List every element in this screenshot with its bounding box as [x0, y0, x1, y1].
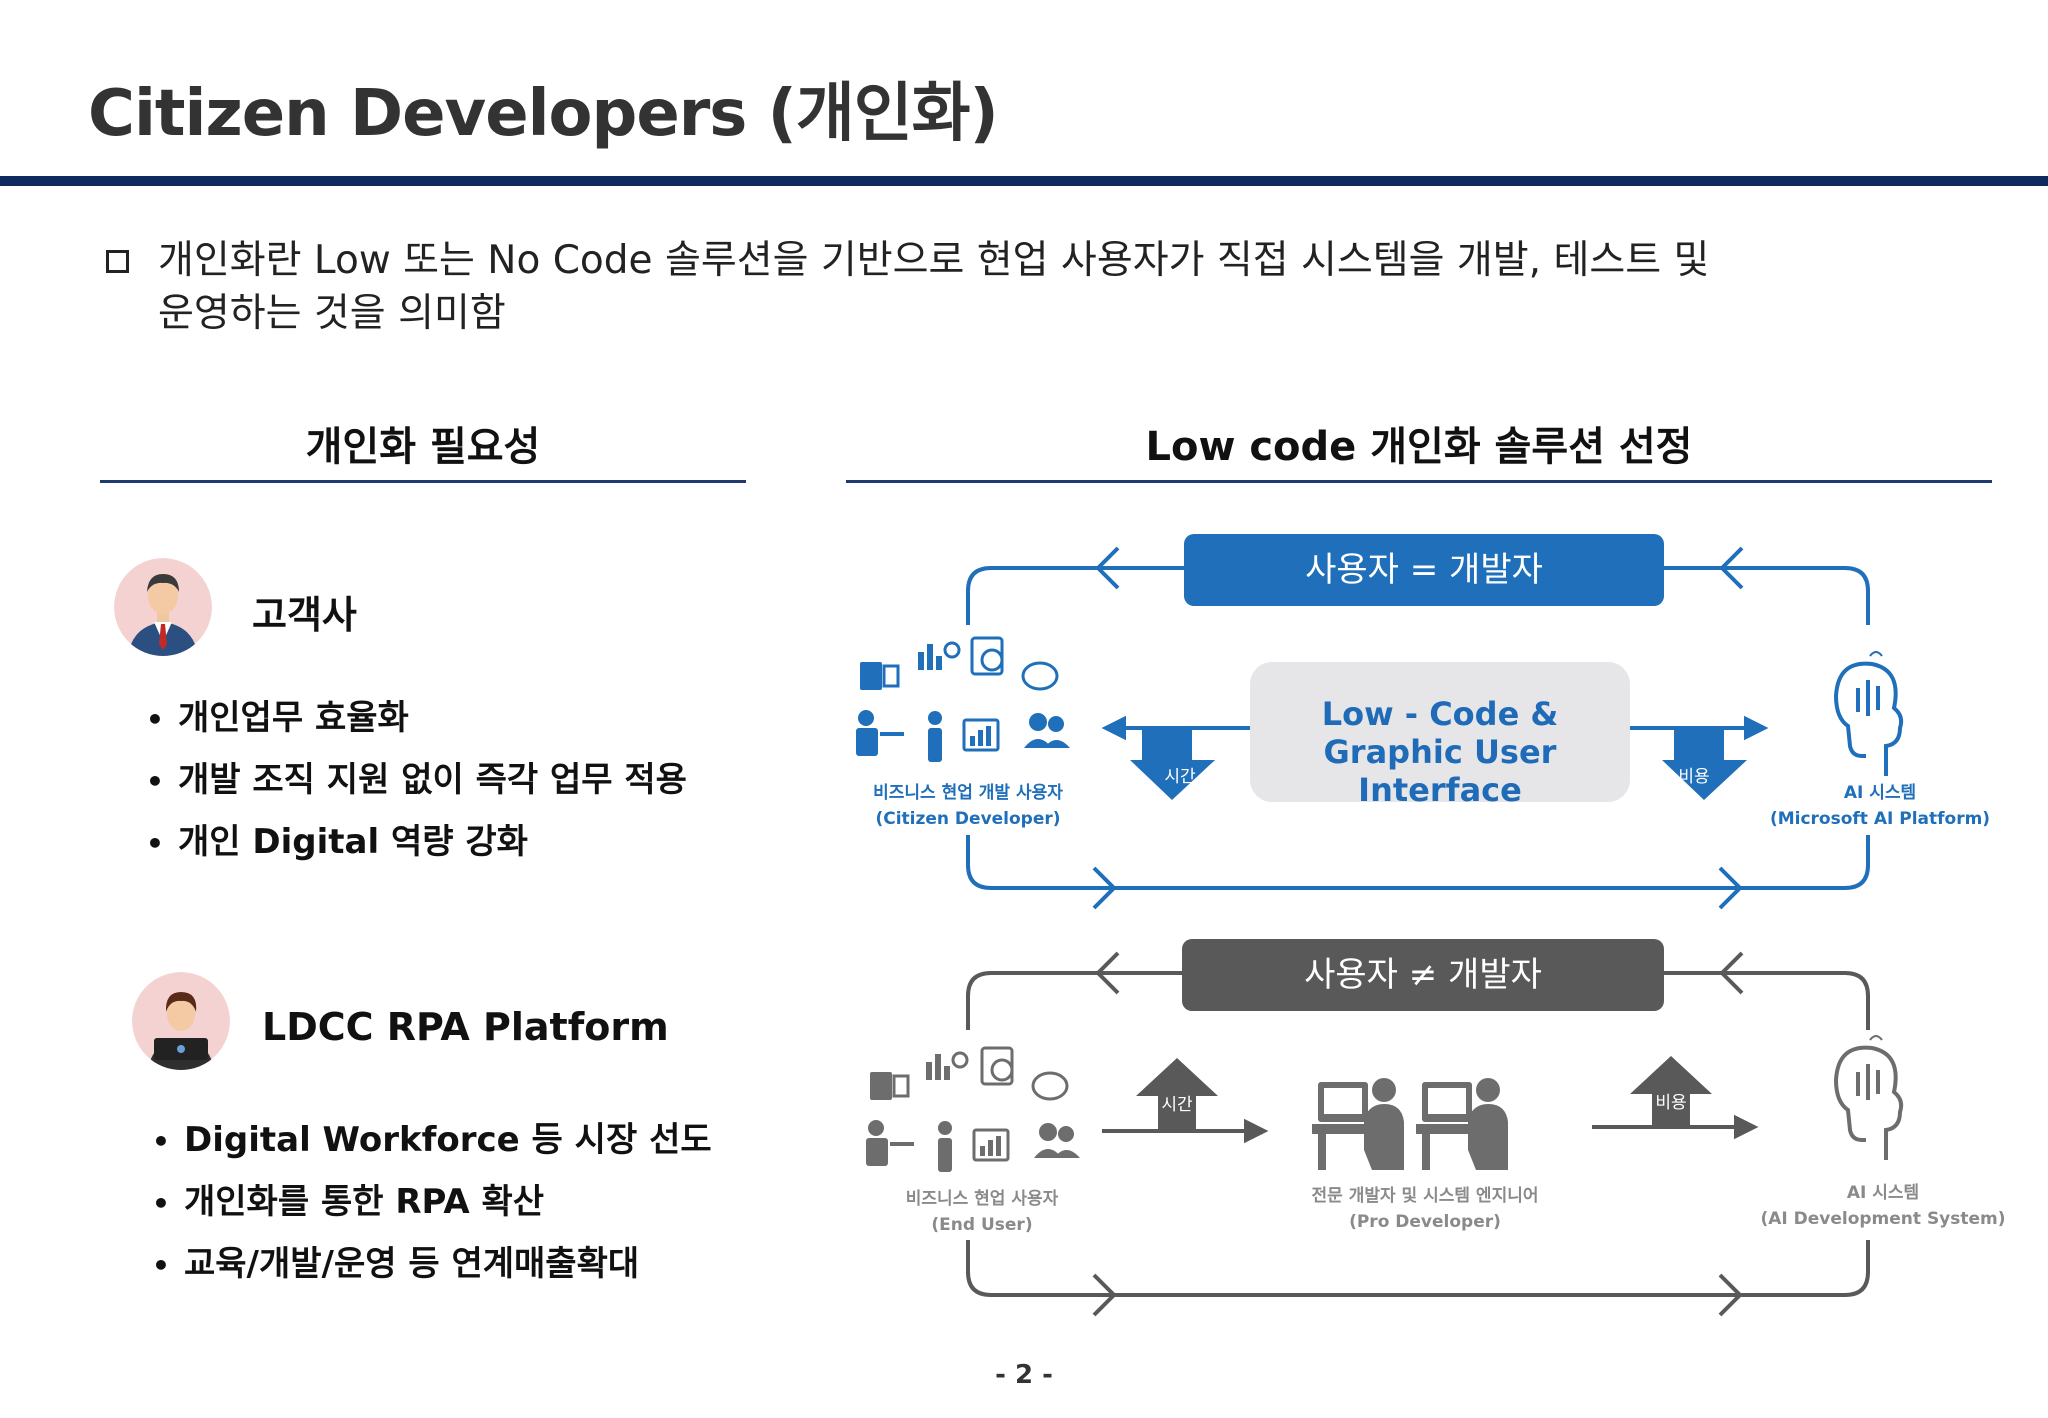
citizen-developer-icons: [856, 636, 1070, 762]
page-number: - 2 -: [995, 1360, 1053, 1390]
pro-developer-label-en: (Pro Developer): [1349, 1212, 1501, 1232]
title-divider: [0, 176, 2048, 186]
pro-developer-icon: [1312, 1078, 1508, 1170]
ai-head-gray-icon: [1833, 1035, 1904, 1160]
right-section-rule: [846, 480, 1992, 483]
customer-bullets: 개인업무 효율화 개발 조직 지원 없이 즉각 업무 적용 개인 Digital…: [146, 690, 687, 876]
list-item: Digital Workforce 등 시장 선도: [152, 1112, 712, 1174]
group-name-ldcc: LDCC RPA Platform: [262, 1005, 669, 1049]
checkbox-bullet-icon: [106, 250, 129, 273]
customer-avatar-icon: [114, 558, 212, 656]
low-code-line-1: Low - Code &: [1321, 695, 1559, 733]
ai-system-bottom-label-ko: AI 시스템: [1846, 1183, 1920, 1203]
list-item: 개인 Digital 역량 강화: [146, 814, 687, 876]
top-time-label: 시간: [1164, 767, 1196, 787]
list-item: 개발 조직 지원 없이 즉각 업무 적용: [146, 752, 687, 814]
end-user-label: 비즈니스 현업 사용자 (End User): [862, 1186, 1102, 1238]
intro-line-1: 개인화란 Low 또는 No Code 솔루션을 기반으로 현업 사용자가 직접…: [158, 238, 1710, 283]
ai-system-bottom-label-en: (AI Development System): [1760, 1209, 2006, 1229]
low-code-box: Low - Code & Graphic User Interface: [1250, 662, 1630, 809]
time-up-arrow-icon: [1136, 1058, 1218, 1130]
developer-avatar-icon: [132, 972, 230, 1070]
cost-down-arrow-icon: [1662, 730, 1747, 800]
end-user-label-ko: 비즈니스 현업 사용자: [905, 1189, 1059, 1209]
ldcc-bullets: Digital Workforce 등 시장 선도 개인화를 통한 RPA 확산…: [152, 1112, 712, 1298]
citizen-developer-label-ko: 비즈니스 현업 개발 사용자: [873, 783, 1063, 803]
low-code-line-2: Graphic User Interface: [1323, 733, 1557, 809]
intro-line-2: 운영하는 것을 의미함: [158, 291, 506, 336]
end-user-label-en: (End User): [931, 1215, 1033, 1235]
left-section-heading: 개인화 필요성: [305, 424, 541, 470]
ai-system-top-label: AI 시스템 (Microsoft AI Platform): [1760, 780, 2000, 832]
pro-developer-label: 전문 개발자 및 시스템 엔지니어 (Pro Developer): [1270, 1183, 1580, 1235]
left-section-rule: [100, 480, 746, 483]
list-item: 교육/개발/운영 등 연계매출확대: [152, 1236, 712, 1298]
group-name-customer: 고객사: [252, 593, 357, 637]
right-section-heading: Low code 개인화 솔루션 선정: [1145, 424, 1693, 470]
pro-developer-label-ko: 전문 개발자 및 시스템 엔지니어: [1311, 1186, 1539, 1206]
top-cost-label: 비용: [1678, 767, 1710, 787]
ai-head-blue-icon: [1833, 651, 1904, 776]
time-down-arrow-icon: [1130, 730, 1215, 800]
page-title: Citizen Developers (개인화): [88, 77, 999, 151]
citizen-developer-label: 비즈니스 현업 개발 사용자 (Citizen Developer): [848, 780, 1088, 832]
top-banner: 사용자 = 개발자: [1184, 534, 1664, 606]
intro-text: 개인화란 Low 또는 No Code 솔루션을 기반으로 현업 사용자가 직접…: [158, 234, 1878, 340]
list-item: 개인화를 통한 RPA 확산: [152, 1174, 712, 1236]
ai-system-top-label-en: (Microsoft AI Platform): [1769, 809, 1991, 829]
citizen-developer-label-en: (Citizen Developer): [875, 809, 1061, 829]
bottom-time-label: 시간: [1161, 1095, 1193, 1115]
end-user-icons: [866, 1046, 1080, 1172]
bottom-cost-label: 비용: [1655, 1093, 1687, 1113]
list-item: 개인업무 효율화: [146, 690, 687, 752]
bottom-banner: 사용자 ≠ 개발자: [1182, 939, 1664, 1011]
ai-system-top-label-ko: AI 시스템: [1843, 783, 1917, 803]
cost-up-arrow-icon: [1630, 1056, 1712, 1128]
ai-system-bottom-label: AI 시스템 (AI Development System): [1758, 1180, 2008, 1232]
